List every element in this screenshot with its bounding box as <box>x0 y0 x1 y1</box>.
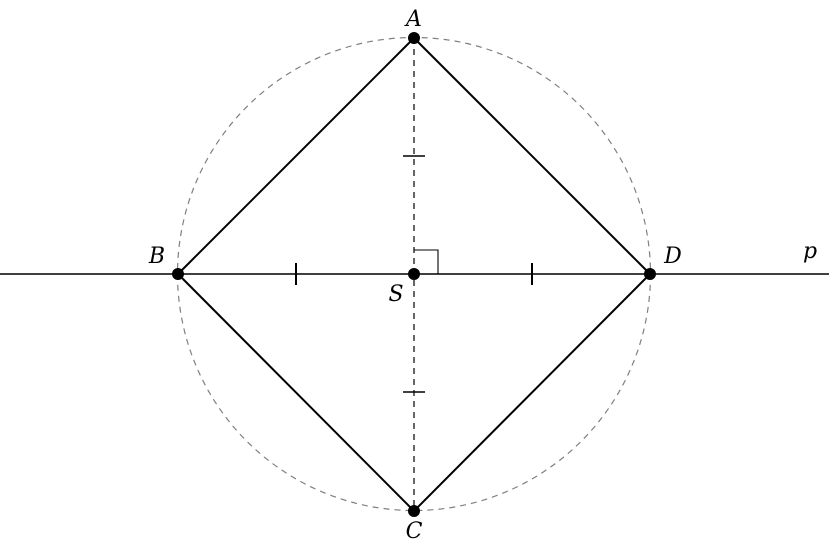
side-bc <box>177 273 415 512</box>
point-c <box>408 505 420 517</box>
label-d: D <box>663 244 682 269</box>
label-s: S <box>388 282 403 307</box>
point-d <box>644 268 656 280</box>
label-a: A <box>404 7 422 32</box>
label-line-p: p <box>803 239 817 264</box>
side-ab <box>177 37 415 275</box>
side-dc <box>413 273 651 512</box>
label-c: C <box>406 519 423 544</box>
side-ad <box>413 37 651 275</box>
label-b: B <box>148 244 165 269</box>
point-s <box>408 268 420 280</box>
point-b <box>172 268 184 280</box>
right-angle-marker <box>414 249 439 274</box>
point-a <box>408 32 420 44</box>
